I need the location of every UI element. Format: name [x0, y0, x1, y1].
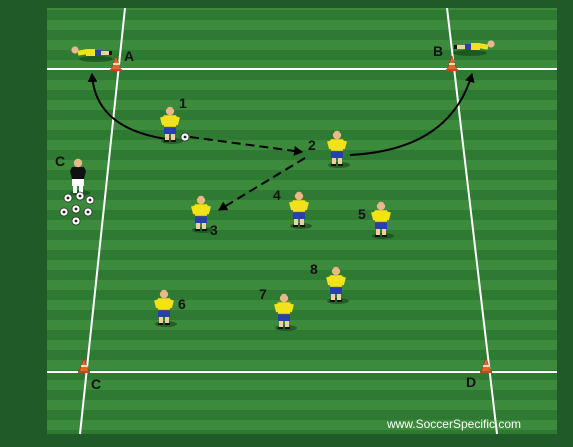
cone-label-c: C [91, 376, 101, 392]
cone-label-b: B [433, 43, 443, 59]
coach-icon [70, 158, 90, 196]
cone-label-a: A [124, 48, 134, 64]
credit-text: www.SoccerSpecific.com [386, 417, 521, 431]
player-label-4: 4 [273, 187, 281, 203]
movement-arrows [87, 73, 475, 211]
coach-label: C [55, 153, 65, 169]
left-line [79, 7, 126, 435]
pitch-lines [47, 7, 557, 435]
player-label-5: 5 [358, 206, 366, 222]
soccer-ball-icon [180, 132, 190, 142]
cone-label-d: D [466, 374, 476, 390]
player-label-2: 2 [308, 137, 316, 153]
run-arrow-right [349, 73, 475, 156]
run-arrow-left [87, 73, 167, 140]
pass-arrow-1-to-2 [189, 136, 303, 156]
right-line [446, 7, 498, 435]
player-label-8: 8 [310, 261, 318, 277]
player-label-7: 7 [259, 286, 267, 302]
player-label-1: 1 [179, 95, 187, 111]
pass-arrow-2-to-3 [218, 157, 306, 211]
player-label-3: 3 [210, 222, 218, 238]
player-label-6: 6 [178, 296, 186, 312]
